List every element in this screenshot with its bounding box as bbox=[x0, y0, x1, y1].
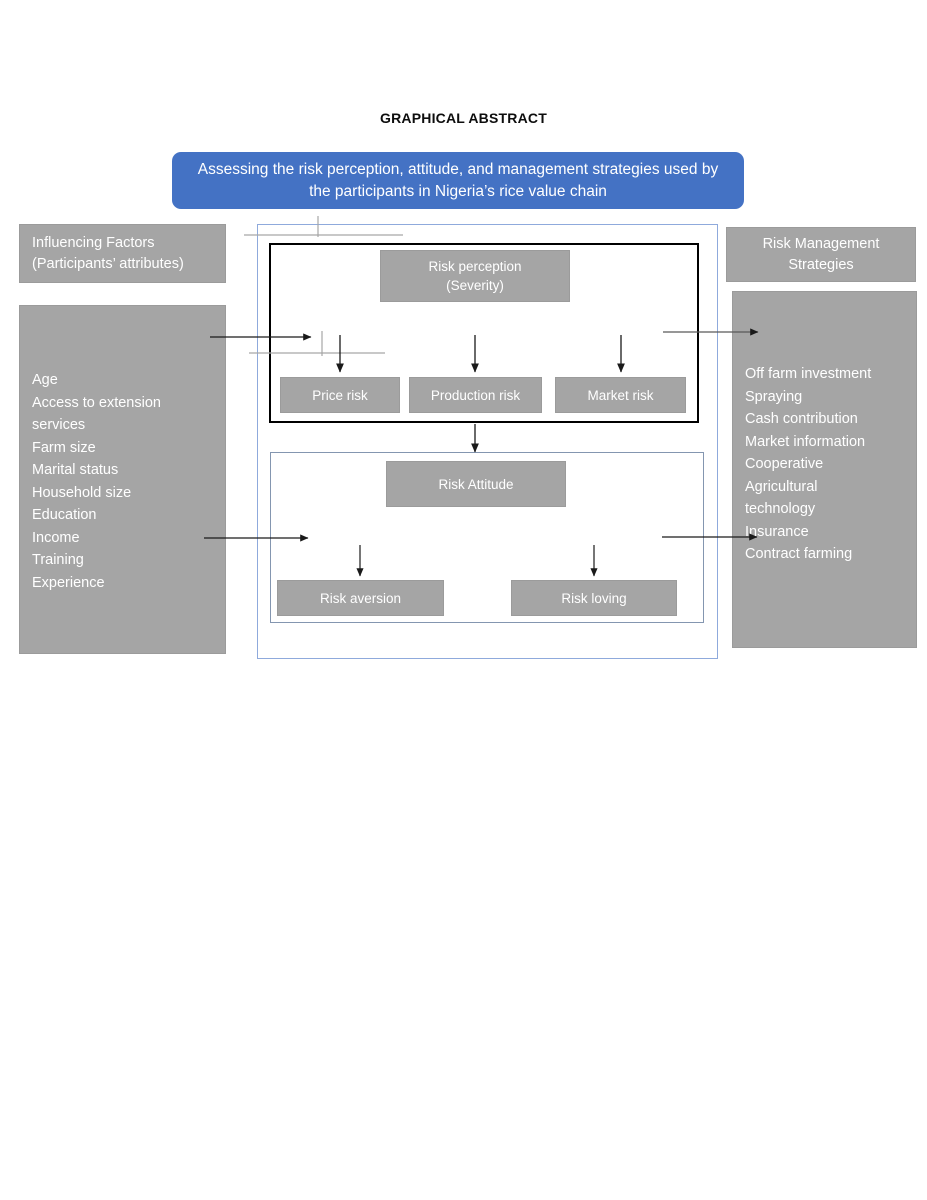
risk-perception-box: Risk perception (Severity) bbox=[380, 250, 570, 302]
risk-management-list-box: Off farm investment Spraying Cash contri… bbox=[732, 291, 917, 648]
risk-attitude-box: Risk Attitude bbox=[386, 461, 566, 507]
market-risk-box: Market risk bbox=[555, 377, 686, 413]
production-risk-label: Production risk bbox=[430, 387, 521, 403]
influencing-factors-list-box: Age Access to extension services Farm si… bbox=[19, 305, 226, 654]
market-risk-label: Market risk bbox=[587, 387, 654, 403]
risk-management-header-label: Risk Management Strategies bbox=[762, 235, 880, 273]
risk-management-header-box: Risk Management Strategies bbox=[726, 227, 916, 282]
page-title: GRAPHICAL ABSTRACT bbox=[380, 110, 547, 126]
price-risk-label: Price risk bbox=[312, 387, 368, 403]
risk-loving-label: Risk loving bbox=[561, 590, 627, 606]
risk-attitude-label: Risk Attitude bbox=[438, 476, 514, 492]
risk-aversion-box: Risk aversion bbox=[277, 580, 444, 616]
production-risk-box: Production risk bbox=[409, 377, 542, 413]
risk-management-list: Off farm investment Spraying Cash contri… bbox=[745, 366, 872, 562]
study-title-banner: Assessing the risk perception, attitude,… bbox=[172, 152, 744, 209]
price-risk-box: Price risk bbox=[280, 377, 400, 413]
influencing-factors-header-box: Influencing Factors (Participants’ attri… bbox=[19, 224, 226, 283]
risk-perception-label: Risk perception (Severity) bbox=[428, 259, 522, 293]
risk-loving-box: Risk loving bbox=[511, 580, 677, 616]
influencing-factors-header-label: Influencing Factors (Participants’ attri… bbox=[32, 235, 184, 272]
risk-aversion-label: Risk aversion bbox=[319, 590, 402, 606]
banner-text: Assessing the risk perception, attitude,… bbox=[197, 160, 719, 200]
influencing-factors-list: Age Access to extension services Farm si… bbox=[32, 372, 161, 591]
